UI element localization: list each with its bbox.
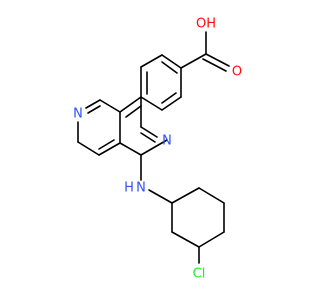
bond-ring-a2 <box>140 54 163 68</box>
atom-n-ring-label: N <box>162 134 172 149</box>
atom-o-carbonyl-label: O <box>232 65 242 80</box>
bond-ring-c5 <box>98 142 121 156</box>
atom-oh-label: OH <box>196 17 216 32</box>
bond-nh-cyclohexyl <box>148 189 173 204</box>
molecule-canvas: OH O N N H N Cl <box>73 16 243 282</box>
bond-cyc-4 <box>198 231 225 248</box>
bond-cyc-1 <box>171 187 200 204</box>
bond-c-o-double-2 <box>202 58 227 72</box>
atom-n-pyridine-label: N <box>73 107 83 122</box>
bond-ring-c2-inner <box>87 105 101 114</box>
bond-ring-b4 <box>119 142 142 156</box>
bond-ring-c1 <box>99 99 121 113</box>
atom-cl-label: Cl <box>193 267 206 282</box>
bond-ring-a1 <box>161 54 182 69</box>
bond-ring-a5 <box>161 96 182 111</box>
bond-ring-a5-inner <box>161 92 177 104</box>
bond-cyc-2 <box>198 187 225 204</box>
bond-c-ring <box>180 53 207 69</box>
bond-ring-b6 <box>119 96 142 113</box>
atom-labels: OH O N N H N Cl <box>73 17 242 282</box>
bond-ring-b2-inner <box>140 132 156 143</box>
bond-ring-b2 <box>140 126 158 138</box>
bond-ring-c5-inner <box>98 139 115 150</box>
bond-c-o-double-1 <box>205 53 230 67</box>
molecule-structure: OH O N N H N Cl <box>73 17 242 282</box>
atom-nh-h-label: H <box>124 181 134 196</box>
bond-ring-a1-inner <box>161 61 178 74</box>
atom-nh-n-label: N <box>136 181 146 196</box>
bond-ring-b3 <box>140 139 168 156</box>
bond-ring-c4 <box>77 141 100 156</box>
bond-ring-a4 <box>140 96 163 111</box>
bonds <box>77 31 230 264</box>
bond-cyc-5 <box>171 231 200 248</box>
bond-ring-c2 <box>85 99 101 109</box>
bond-ring-b6-inner <box>125 105 142 118</box>
